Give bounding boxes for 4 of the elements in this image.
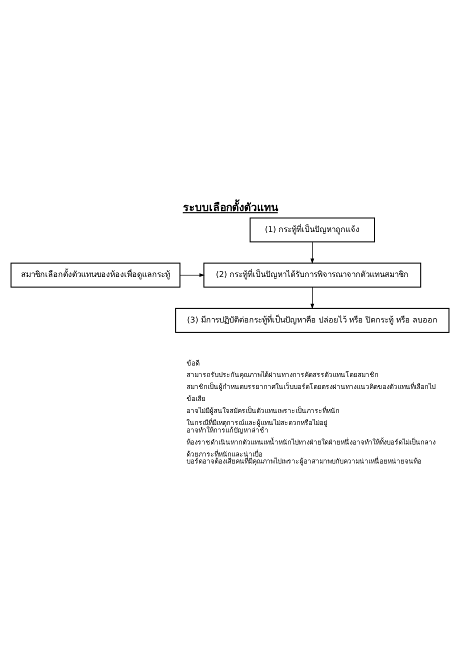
arrow (310, 287, 314, 310)
diagram-title: ระบบเลือกตั้งตัวแทน (182, 201, 278, 214)
arrow (180, 273, 205, 278)
arrow (310, 242, 314, 264)
